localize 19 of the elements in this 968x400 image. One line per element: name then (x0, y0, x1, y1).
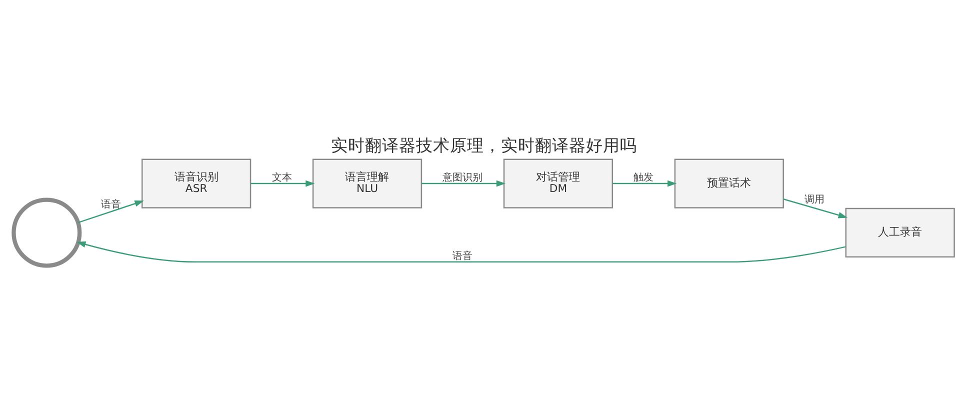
node-person (12, 198, 82, 268)
node-box: 人工录音 (845, 208, 955, 258)
node-box: 语音识别 ASR (142, 158, 252, 208)
arrow (783, 198, 848, 218)
arrow (78, 200, 144, 224)
arrow (612, 180, 677, 187)
arrow (250, 180, 315, 187)
arrow (422, 180, 506, 187)
edge-label: 语音 (452, 251, 473, 262)
edge-label: 语音 (100, 199, 121, 210)
edge-label: 触发 (634, 172, 654, 184)
edge-label: 意图识别 (442, 172, 483, 184)
arrow (76, 241, 846, 263)
diagram-title: 实时翻译器技术原理，实时翻译器好用吗 (331, 136, 637, 156)
edge-label: 文本 (272, 172, 292, 184)
edge-label: 调用 (804, 194, 825, 206)
node-box: 预置话术 (674, 158, 784, 208)
node-box: 对话管理 DM (503, 158, 614, 208)
node-box: 语言理解 NLU (312, 158, 422, 208)
